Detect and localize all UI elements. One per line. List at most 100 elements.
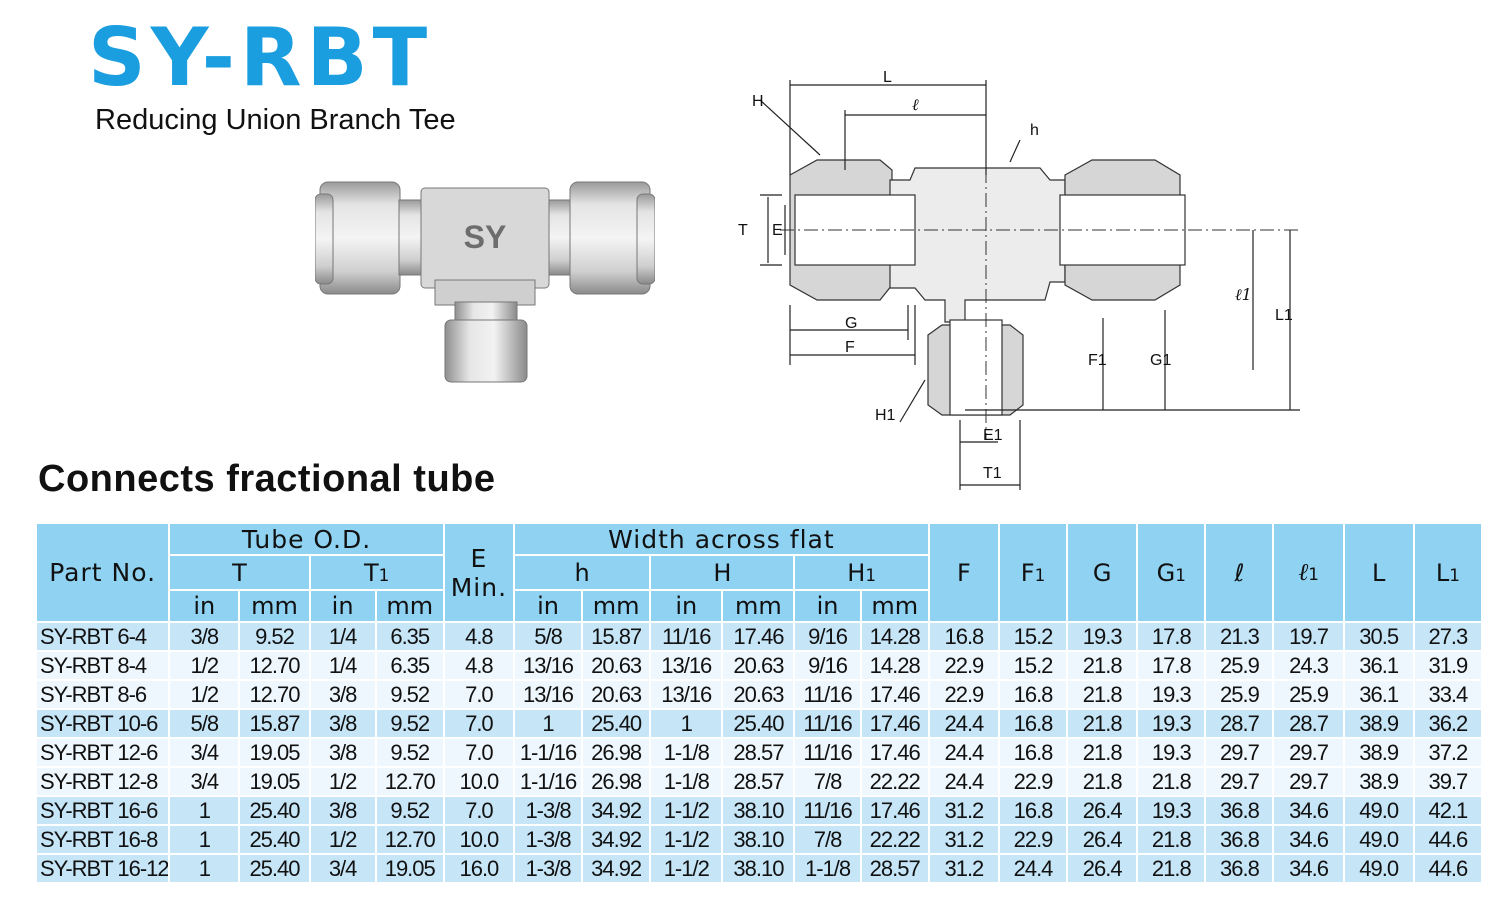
cell-H-in: 1-1/2 — [649, 795, 724, 826]
cell-T1-mm: 6.35 — [374, 650, 445, 681]
cell-F: 22.9 — [927, 650, 1000, 681]
cell-part: SY-RBT 10-6 — [34, 708, 171, 739]
label-F1: F1 — [1088, 352, 1107, 369]
section-title: Connects fractional tube — [38, 458, 496, 500]
label-h: h — [1030, 122, 1039, 139]
cell-F1: 22.9 — [997, 766, 1069, 797]
cell-H1-in: 7/8 — [793, 824, 862, 855]
cell-T-in: 3/8 — [168, 621, 241, 652]
label-l: ℓ — [912, 95, 919, 114]
cell-H-mm: 28.57 — [721, 766, 796, 797]
cell-T1-in: 3/8 — [308, 795, 377, 826]
cell-l: 36.8 — [1204, 824, 1275, 855]
cell-F1: 15.2 — [997, 621, 1069, 652]
cell-part: SY-RBT 16-6 — [34, 795, 171, 826]
cell-T-mm: 9.52 — [238, 621, 311, 652]
header-unit-mm: mm — [238, 589, 311, 623]
label-G1: G1 — [1150, 352, 1171, 369]
cell-h-mm: 34.92 — [581, 795, 652, 826]
cell-L1: 36.2 — [1412, 708, 1484, 739]
header-unit-in: in — [168, 589, 241, 623]
cell-l: 36.8 — [1204, 795, 1275, 826]
header-L: L — [1342, 522, 1415, 623]
cell-H1-mm: 17.46 — [859, 679, 930, 710]
cell-h-mm: 15.87 — [581, 621, 652, 652]
header-l: ℓ — [1204, 522, 1275, 623]
cell-T-mm: 15.87 — [238, 708, 311, 739]
cell-F: 24.4 — [927, 737, 1000, 768]
cell-l1: 29.7 — [1272, 737, 1345, 768]
cell-F1: 24.4 — [997, 853, 1069, 884]
cell-G: 21.8 — [1066, 766, 1139, 797]
cell-F: 24.4 — [927, 708, 1000, 739]
label-G: G — [845, 315, 857, 332]
label-L: L — [883, 69, 892, 86]
header-l1: ℓ1 — [1272, 522, 1345, 623]
cell-l: 25.9 — [1204, 650, 1275, 681]
cell-H-mm: 38.10 — [721, 795, 796, 826]
cell-T-in: 1 — [168, 795, 241, 826]
cell-H-in: 1-1/2 — [649, 853, 724, 884]
cell-E: 7.0 — [442, 708, 515, 739]
cell-T-mm: 25.40 — [238, 853, 311, 884]
cell-l: 29.7 — [1204, 737, 1275, 768]
cell-l: 21.3 — [1204, 621, 1275, 652]
cell-H-mm: 25.40 — [721, 708, 796, 739]
label-E: E — [772, 222, 783, 239]
cell-H-in: 1-1/2 — [649, 824, 724, 855]
header-G: G — [1066, 522, 1139, 623]
header-h: h — [512, 554, 652, 591]
cell-G1: 21.8 — [1136, 824, 1207, 855]
cell-T1-mm: 19.05 — [374, 853, 445, 884]
cell-h-mm: 26.98 — [581, 737, 652, 768]
label-F: F — [845, 339, 855, 356]
cell-H1-in: 11/16 — [793, 795, 862, 826]
cell-h-mm: 25.40 — [581, 708, 652, 739]
cell-E: 10.0 — [442, 824, 515, 855]
cell-L: 38.9 — [1342, 766, 1415, 797]
header-unit-mm: mm — [721, 589, 796, 623]
cell-part: SY-RBT 8-6 — [34, 679, 171, 710]
cell-h-in: 1 — [512, 708, 584, 739]
cell-E: 4.8 — [442, 650, 515, 681]
cell-h-mm: 20.63 — [581, 679, 652, 710]
cell-T1-mm: 6.35 — [374, 621, 445, 652]
cell-F: 31.2 — [927, 824, 1000, 855]
header-T: T — [168, 554, 311, 591]
cell-h-in: 1-3/8 — [512, 824, 584, 855]
cell-G1: 17.8 — [1136, 621, 1207, 652]
cell-L1: 33.4 — [1412, 679, 1484, 710]
header-H: H — [649, 554, 796, 591]
cell-F: 16.8 — [927, 621, 1000, 652]
label-l1: ℓ1 — [1235, 285, 1252, 304]
cell-G: 26.4 — [1066, 824, 1139, 855]
cell-L1: 39.7 — [1412, 766, 1484, 797]
cell-G1: 21.8 — [1136, 766, 1207, 797]
header-unit-mm: mm — [374, 589, 445, 623]
cell-H1-in: 11/16 — [793, 679, 862, 710]
cell-T-mm: 25.40 — [238, 795, 311, 826]
cell-F1: 16.8 — [997, 795, 1069, 826]
cell-H1-mm: 22.22 — [859, 824, 930, 855]
label-H1: H1 — [875, 407, 896, 424]
cell-F: 24.4 — [927, 766, 1000, 797]
cell-H1-in: 11/16 — [793, 737, 862, 768]
cell-H1-mm: 28.57 — [859, 853, 930, 884]
cell-T1-mm: 12.70 — [374, 766, 445, 797]
cell-l1: 29.7 — [1272, 766, 1345, 797]
cell-T1-in: 3/8 — [308, 679, 377, 710]
cell-T1-in: 3/8 — [308, 737, 377, 768]
cell-E: 7.0 — [442, 737, 515, 768]
cell-H-mm: 17.46 — [721, 621, 796, 652]
cell-l: 29.7 — [1204, 766, 1275, 797]
technical-drawing: L ℓ H h T E G F H1 E1 T1 F1 G1 ℓ1 L1 — [738, 69, 1300, 490]
header-F1: F1 — [997, 522, 1069, 623]
cell-L1: 44.6 — [1412, 824, 1484, 855]
cell-part: SY-RBT 12-8 — [34, 766, 171, 797]
cell-l: 36.8 — [1204, 853, 1275, 884]
cell-H-in: 13/16 — [649, 650, 724, 681]
cell-l: 28.7 — [1204, 708, 1275, 739]
